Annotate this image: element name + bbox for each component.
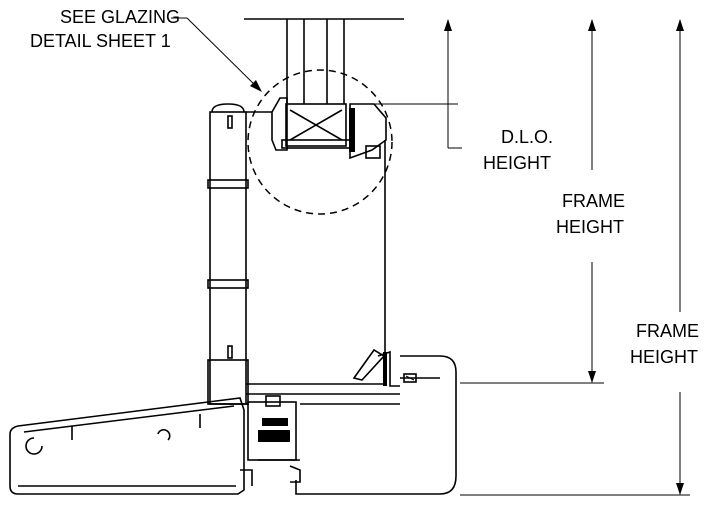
frame-height-outer-line1: FRAME [636, 321, 699, 341]
callout-leader [171, 17, 262, 92]
dlo-label-line1: D.L.O. [501, 127, 554, 147]
sill-extension [9, 397, 245, 495]
glass-unit [244, 18, 404, 149]
thermal-break [240, 395, 301, 486]
dlo-dimension [352, 19, 462, 149]
glazing-stops [271, 97, 387, 160]
frame-height-inner-line2: HEIGHT [556, 217, 625, 237]
sash-profile [207, 103, 272, 405]
frame-height-outer-line2: HEIGHT [630, 347, 699, 367]
dlo-label-line2: HEIGHT [483, 153, 552, 173]
sill-frame [246, 355, 457, 495]
frame-height-dimension-inner [460, 19, 604, 384]
frame-height-inner-line1: FRAME [562, 191, 625, 211]
callout-label-line2: DETAIL SHEET 1 [30, 31, 171, 51]
frame-height-dimension-outer [460, 19, 690, 496]
callout-label-line1: SEE GLAZING [60, 7, 181, 27]
vent-sash [246, 140, 400, 387]
glazing-detail-circle [247, 69, 393, 215]
